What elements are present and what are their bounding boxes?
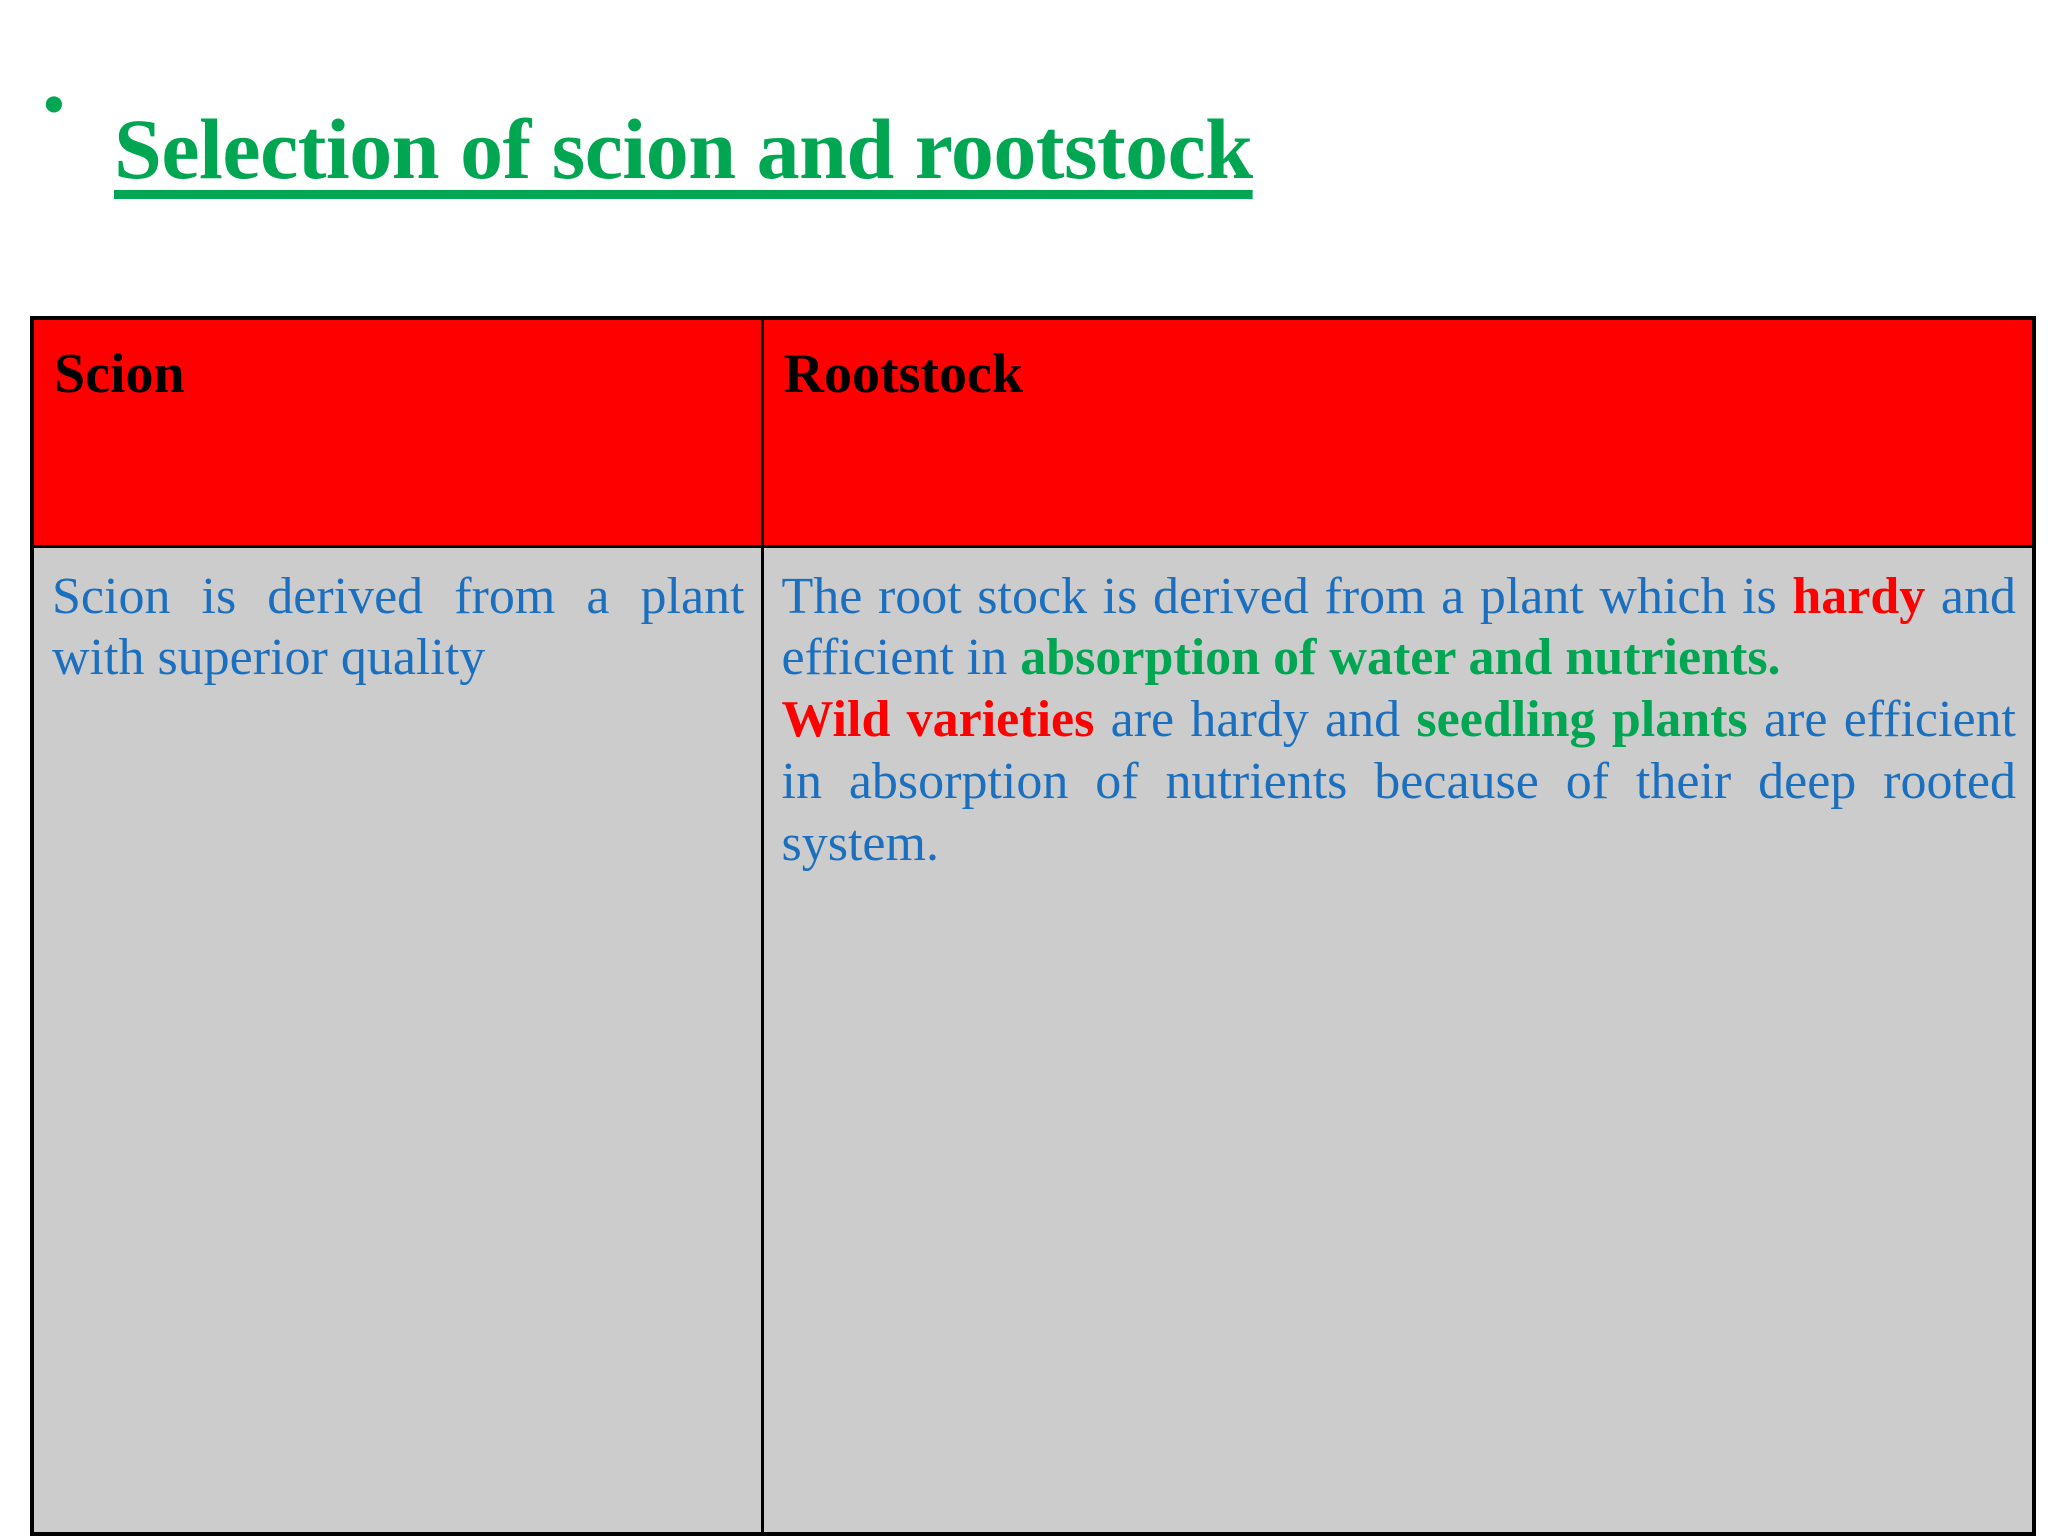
- table-row: Scion is derived from a plant with super…: [30, 544, 2036, 1536]
- cell-scion: Scion is derived from a plant with super…: [30, 544, 764, 1536]
- table-header: Scion Rootstock: [30, 316, 2036, 548]
- text-run-normal: The root stock is derived from a plant w…: [781, 567, 1793, 625]
- comparison-table-container: Scion Rootstock Scion is derived from a …: [30, 316, 2036, 1536]
- scion-rootstock-table: Scion Rootstock Scion is derived from a …: [30, 316, 2036, 1536]
- text-run-bold-green: seedling plants: [1416, 691, 1748, 749]
- text-run-normal: Scion is derived from a plant with super…: [52, 567, 745, 687]
- paragraph: The root stock is derived from a plant w…: [782, 566, 2017, 690]
- paragraph: Scion is derived from a plant with super…: [52, 566, 745, 690]
- column-header-scion: Scion: [30, 316, 764, 548]
- text-run-normal: and efficient in: [781, 567, 2016, 687]
- text-run-normal: are efficient in absorption of nutrients…: [781, 691, 2017, 872]
- text-run-normal: are hardy and: [1094, 691, 1417, 749]
- text-run-bold-red: hardy: [1792, 567, 1926, 625]
- bullet-icon: •: [42, 66, 66, 142]
- text-run-bold-green: absorption of water and nutrients.: [1020, 629, 1781, 687]
- table-body: Scion is derived from a plant with super…: [30, 544, 2036, 1536]
- text-run-bold-red: Wild varieties: [781, 691, 1095, 749]
- rootstock-text-block: The root stock is derived from a plant w…: [782, 566, 2017, 875]
- slide-title-row: • Selection of scion and rootstock: [0, 0, 2048, 249]
- cell-rootstock: The root stock is derived from a plant w…: [760, 544, 2036, 1536]
- table-header-row: Scion Rootstock: [30, 316, 2036, 548]
- page-title: Selection of scion and rootstock: [114, 100, 1253, 197]
- scion-text-block: Scion is derived from a plant with super…: [52, 566, 745, 690]
- column-header-rootstock: Rootstock: [760, 316, 2036, 548]
- paragraph: Wild varieties are hardy and seedling pl…: [782, 689, 2017, 875]
